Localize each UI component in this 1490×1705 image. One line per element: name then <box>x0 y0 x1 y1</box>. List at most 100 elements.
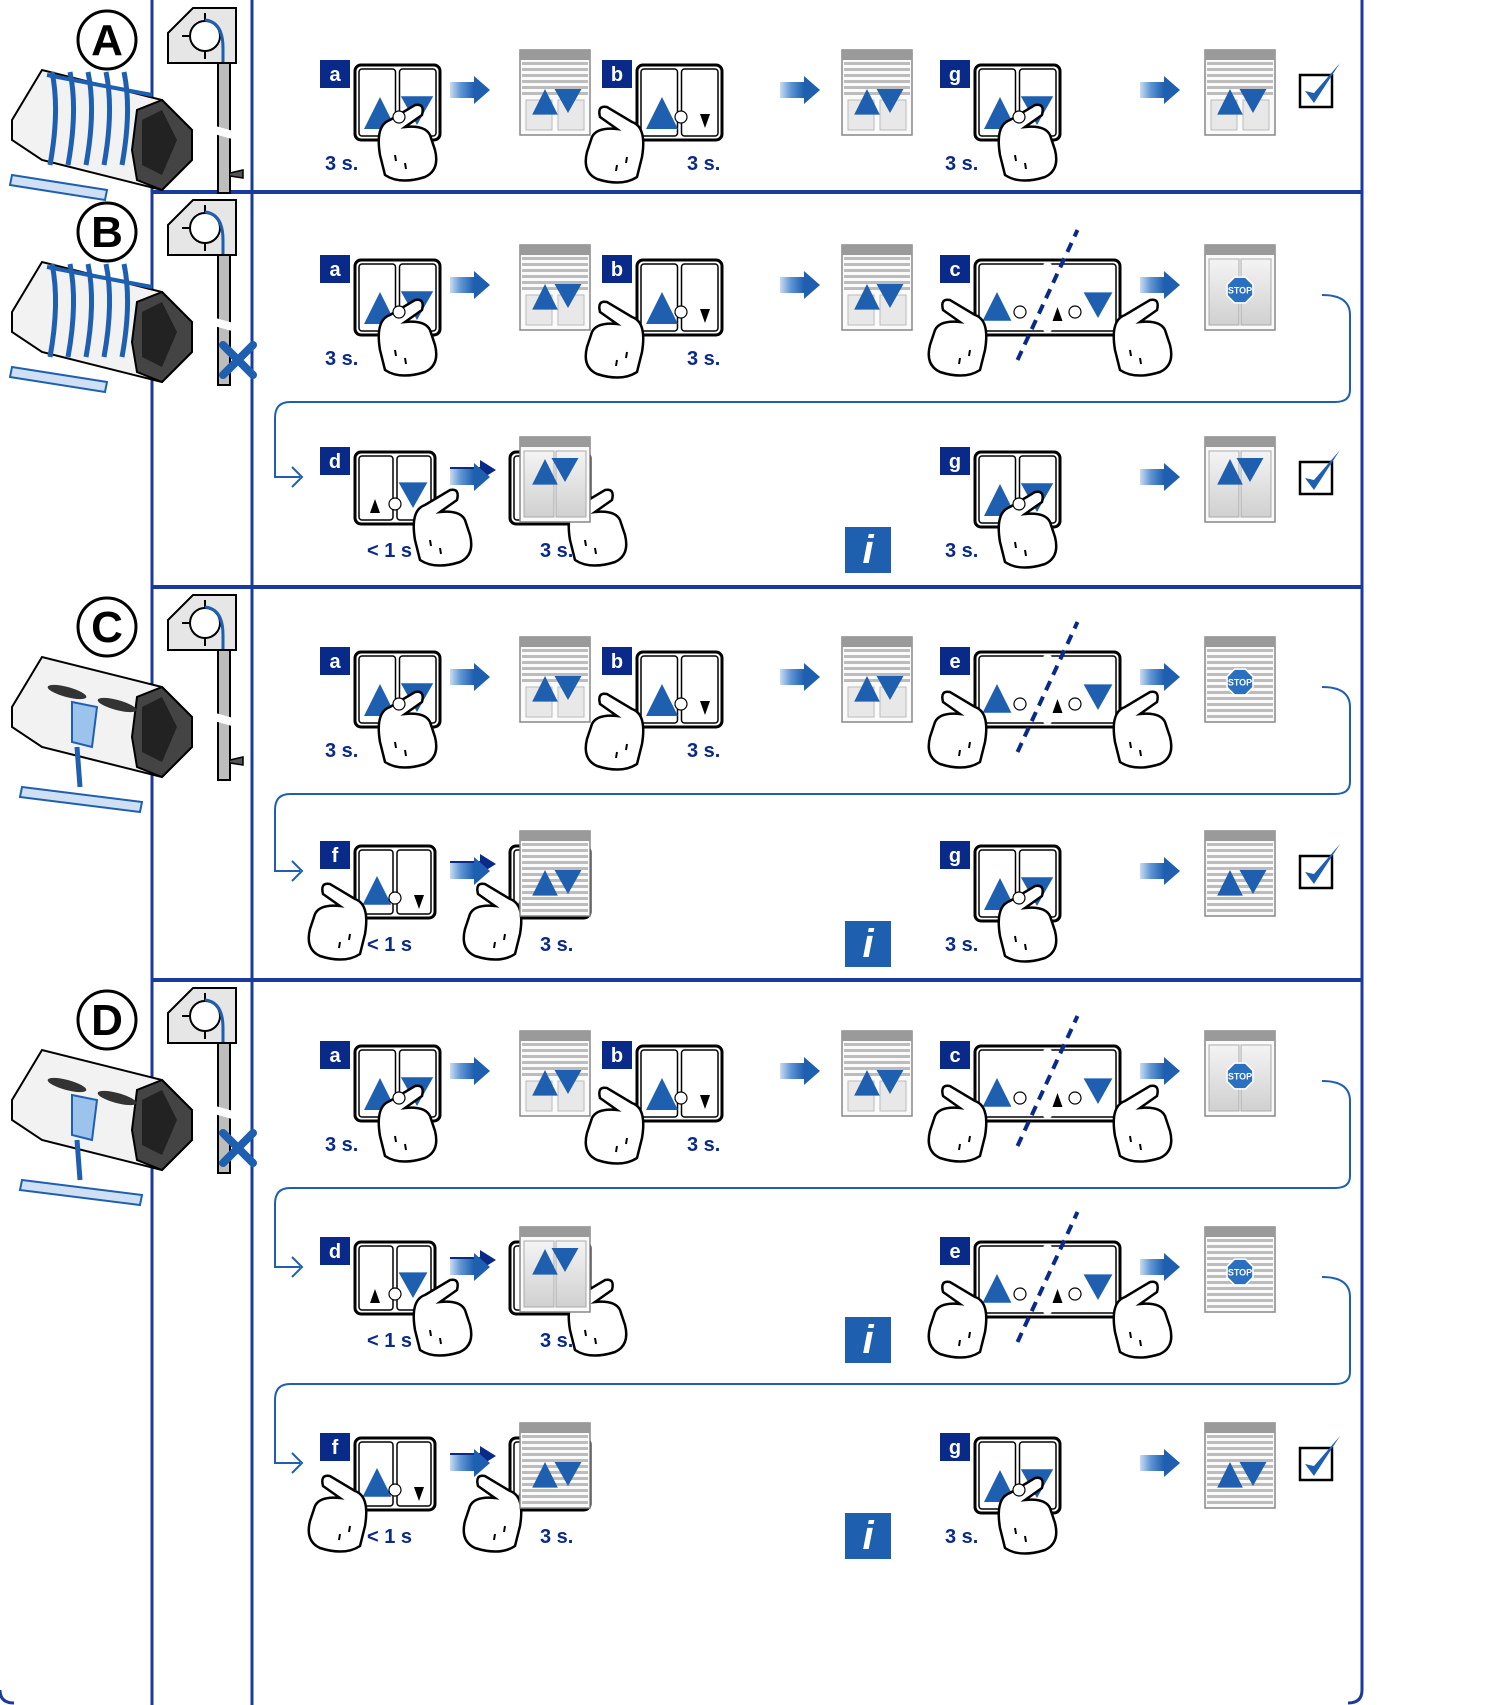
flow-arrow-icon <box>1140 271 1180 299</box>
switch-center-button <box>1013 892 1025 904</box>
step-duration-label: 3 s. <box>325 348 358 370</box>
switch-center-button <box>393 111 405 123</box>
step-duration-label: 3 s. <box>540 1526 573 1548</box>
section-letter: B <box>91 208 123 257</box>
step-g: g 3 s. <box>940 1423 1340 1554</box>
step-duration-label: 3 s. <box>687 348 720 370</box>
step-badge-letter: a <box>329 1045 341 1067</box>
switch-center-button <box>1013 1484 1025 1496</box>
step-a: a3 s. <box>320 1031 590 1162</box>
step-d: d< 1 s3 s.i <box>320 437 891 573</box>
step-e: eSTOP <box>929 1212 1275 1358</box>
stop-sign-label: STOP <box>1228 678 1252 688</box>
flow-arrow-icon <box>780 76 820 104</box>
step-duration-label: 3 s. <box>945 540 978 562</box>
tube-ring-clip-icon <box>12 1050 192 1205</box>
step-g: g 3 s. <box>940 437 1340 568</box>
switch-center-button <box>675 306 687 318</box>
step-badge-letter: b <box>611 651 623 673</box>
checkmark-icon <box>1300 450 1340 494</box>
step-badge-letter: b <box>611 64 623 86</box>
step-g: g 3 s. <box>940 831 1340 962</box>
end-stop-marker <box>230 170 243 178</box>
step-c: cSTOP <box>929 1016 1275 1162</box>
step-badge-letter: b <box>611 1045 623 1067</box>
flow-arrow-icon <box>780 271 820 299</box>
step-badge-letter: d <box>329 1241 341 1263</box>
step-duration-label: 3 s. <box>325 740 358 762</box>
switch-center-button <box>1069 1092 1081 1104</box>
section-letter: A <box>91 16 123 65</box>
step-badge-letter: g <box>949 451 961 473</box>
frame-corner-left <box>0 1690 14 1703</box>
flow-arrow-icon <box>450 271 490 299</box>
step-badge-letter: f <box>332 1437 339 1459</box>
flow-arrow-icon <box>1140 1057 1180 1085</box>
tube-ring-clip-icon <box>12 657 192 812</box>
section-A: Aa3 s.b3 s.g3 s. <box>10 8 1340 200</box>
flow-arrow-icon <box>450 76 490 104</box>
flow-arrow-icon <box>1140 76 1180 104</box>
switch-center-button <box>1069 306 1081 318</box>
step-badge-letter: d <box>329 451 341 473</box>
switch-center-button <box>1069 698 1081 710</box>
info-icon-glyph: i <box>862 1318 874 1362</box>
step-badge-letter: e <box>949 1241 960 1263</box>
step-badge-letter: g <box>949 845 961 867</box>
stop-sign-label: STOP <box>1228 1072 1252 1082</box>
step-f: f< 1 s3 s.i <box>309 831 891 967</box>
section-B: Ba 3 s. b 3 s. cSTOP d < 1 s 3 s. i g 3 s. <box>10 200 1350 573</box>
step-f: f < 1 s 3 s. i <box>309 1423 891 1559</box>
step-b: b 3 s. <box>586 637 912 770</box>
switch-center-button <box>389 892 401 904</box>
step-duration-short-label: < 1 s <box>367 540 412 562</box>
wall-switch <box>355 846 435 918</box>
hand-icon <box>586 107 644 183</box>
switch-center-button <box>1014 1288 1026 1300</box>
stop-sign-label: STOP <box>1228 286 1252 296</box>
step-badge-letter: g <box>949 1437 961 1459</box>
flow-arrow-icon <box>780 663 820 691</box>
switch-center-button <box>1014 698 1026 710</box>
flow-arrow-icon <box>1140 663 1180 691</box>
section-D: Da3 s.b3 s.cSTOPd< 1 s3 s.ieSTOPf< 1 s3 … <box>12 988 1350 1559</box>
step-badge-letter: b <box>611 259 623 281</box>
checkmark-icon <box>1300 63 1340 107</box>
step-duration-label: 3 s. <box>540 934 573 956</box>
flow-arrow-icon <box>1140 857 1180 885</box>
stop-sign-label: STOP <box>1228 1268 1252 1278</box>
switch-center-button <box>1014 1092 1026 1104</box>
step-badge-letter: e <box>949 651 960 673</box>
tube-lock-clip-icon <box>10 70 192 200</box>
step-badge-letter: a <box>329 259 341 281</box>
step-badge-letter: g <box>949 64 961 86</box>
flow-arrow-icon <box>450 663 490 691</box>
step-a: a3 s. <box>320 50 590 181</box>
step-badge-letter: c <box>949 259 960 281</box>
step-duration-label: 3 s. <box>687 1134 720 1156</box>
step-duration-short-label: < 1 s <box>367 1526 412 1548</box>
step-duration-label: 3 s. <box>687 740 720 762</box>
step-c: cSTOP <box>929 230 1275 376</box>
switch-center-button <box>389 498 401 510</box>
flow-arrow-icon <box>1140 463 1180 491</box>
step-duration-label: 3 s. <box>945 1526 978 1548</box>
info-icon-glyph: i <box>862 1514 874 1558</box>
switch-center-button <box>675 111 687 123</box>
switch-center-button <box>1069 1288 1081 1300</box>
flow-arrow-icon <box>1140 1449 1180 1477</box>
info-icon-glyph: i <box>862 528 874 572</box>
step-g: g3 s. <box>940 50 1340 181</box>
step-duration-short-label: < 1 s <box>367 1330 412 1352</box>
end-stop-marker <box>230 757 243 765</box>
checkmark-icon <box>1300 844 1340 888</box>
switch-center-button <box>1014 306 1026 318</box>
flow-arrow-icon <box>780 1057 820 1085</box>
hand-icon <box>1114 1282 1172 1358</box>
step-duration-label: 3 s. <box>945 934 978 956</box>
hand-icon <box>586 694 644 770</box>
step-badge-letter: a <box>329 651 341 673</box>
step-b: b 3 s. <box>586 1031 912 1164</box>
hand-icon <box>1114 300 1172 376</box>
